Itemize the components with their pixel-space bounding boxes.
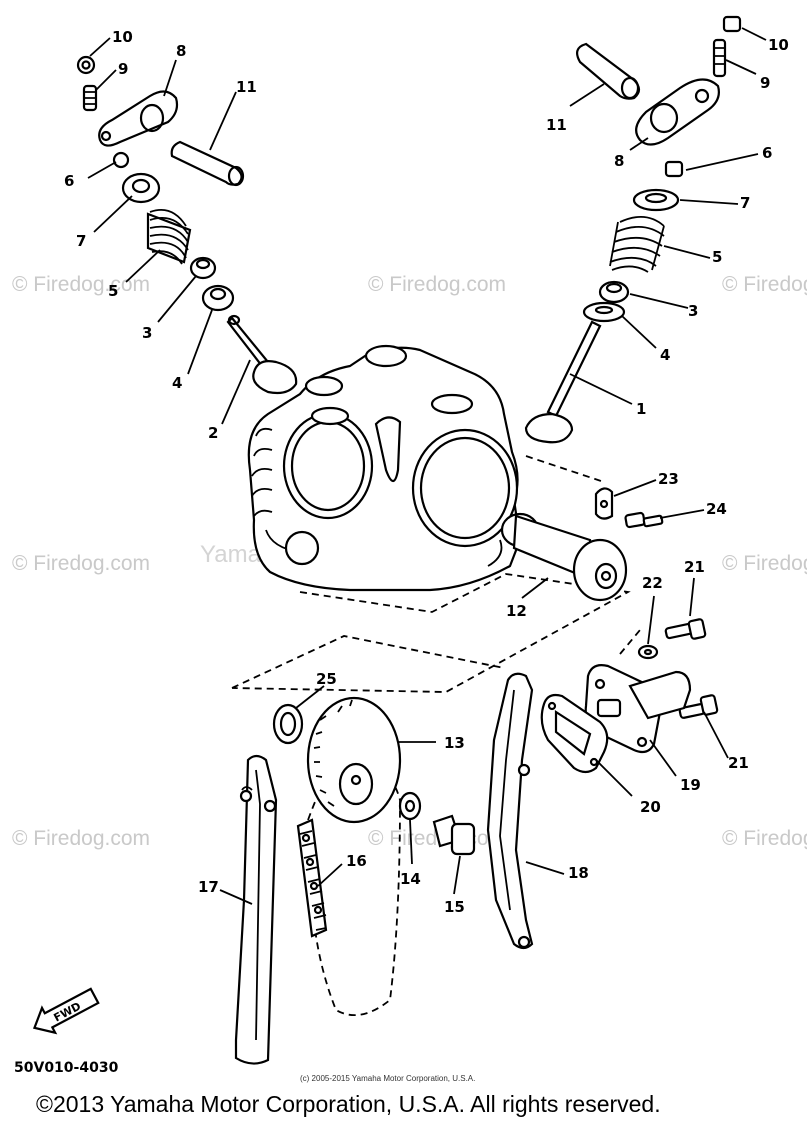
- callout-6: 6: [64, 172, 74, 190]
- part-17-chain-guide: [234, 754, 278, 1065]
- part-6-cotter-right: [664, 160, 684, 178]
- callout-6: 6: [762, 144, 772, 162]
- callout-20: 20: [640, 798, 661, 816]
- part-9-adjuster-left: [82, 84, 98, 112]
- diagram-code: 50V010-4030: [14, 1060, 119, 1076]
- part-23-lock-plate: [594, 487, 614, 520]
- callout-3: 3: [688, 302, 698, 320]
- callout-11: 11: [546, 116, 567, 134]
- part-3-seal-right: [598, 280, 630, 304]
- callout-24: 24: [706, 500, 727, 518]
- part-11-rocker-shaft-left: [170, 140, 245, 187]
- callout-2: 2: [208, 424, 218, 442]
- callout-3: 3: [142, 324, 152, 342]
- part-21-bolt-upper: [664, 618, 707, 640]
- callout-8: 8: [614, 152, 624, 170]
- copyright-footer: ©2013 Yamaha Motor Corporation, U.S.A. A…: [36, 1091, 661, 1117]
- part-11-rocker-shaft-right: [575, 42, 641, 100]
- callout-23: 23: [658, 470, 679, 488]
- fwd-arrow: FWD: [32, 987, 100, 1035]
- callout-labels: 10 9 8 11 6 7 5 3 4 2 10 9 11 8 6 7 5 3 …: [64, 28, 789, 916]
- callout-9: 9: [760, 74, 770, 92]
- right-valve-train: [524, 15, 742, 444]
- part-14-washer: [398, 791, 422, 821]
- callout-12: 12: [506, 602, 527, 620]
- part-13-cam-sprocket: [306, 696, 402, 824]
- watermark-text: © Firedog.com: [12, 552, 150, 575]
- watermark-text: © Firedog.com: [722, 273, 807, 296]
- callout-18: 18: [568, 864, 589, 882]
- callout-4: 4: [172, 374, 182, 392]
- callout-21: 21: [684, 558, 705, 576]
- part-7-retainer-left: [121, 172, 161, 204]
- watermark-text: © Firedog.com: [722, 827, 807, 850]
- callout-8: 8: [176, 42, 186, 60]
- part-2-valve: [226, 314, 298, 395]
- callout-5: 5: [108, 282, 118, 300]
- part-22-washer: [637, 644, 659, 660]
- part-6-cotter-left: [112, 151, 130, 169]
- part-5-spring-left: [146, 208, 192, 265]
- callout-16: 16: [346, 852, 367, 870]
- callout-11: 11: [236, 78, 257, 96]
- assembly-outline: [231, 573, 631, 693]
- callout-7: 7: [740, 194, 750, 212]
- cylinder-head: [247, 344, 522, 592]
- callout-10: 10: [768, 36, 789, 54]
- callout-4: 4: [660, 346, 670, 364]
- part-3-seal-left: [189, 256, 217, 280]
- part-16-timing-chain: [296, 818, 328, 938]
- callout-22: 22: [642, 574, 663, 592]
- part-1-valve: [524, 320, 602, 444]
- part-18-chain-guide: [486, 672, 534, 950]
- part-21-bolt-lower: [678, 694, 719, 719]
- callout-15: 15: [444, 898, 465, 916]
- watermark-text: © Firedog.com: [368, 273, 506, 296]
- small-copyright: (c) 2005-2015 Yamaha Motor Corporation, …: [300, 1074, 475, 1083]
- callout-9: 9: [118, 60, 128, 78]
- part-8-rocker-arm-right: [635, 78, 720, 146]
- part-5-spring-right: [609, 216, 665, 273]
- part-12-camshaft: [500, 512, 628, 602]
- part-4-seat-right: [582, 301, 626, 323]
- left-valve-train: [76, 55, 298, 395]
- part-25-oil-seal: [272, 703, 304, 745]
- part-24-bolt: [624, 511, 664, 529]
- callout-7: 7: [76, 232, 86, 250]
- callout-21: 21: [728, 754, 749, 772]
- callout-5: 5: [712, 248, 722, 266]
- watermark-text: © Firedog.com: [722, 552, 807, 575]
- callout-25: 25: [316, 670, 337, 688]
- callout-1: 1: [636, 400, 646, 418]
- callout-19: 19: [680, 776, 701, 794]
- callout-17: 17: [198, 878, 219, 896]
- part-8-rocker-arm-left: [98, 90, 179, 147]
- camshaft-outline: [525, 455, 641, 655]
- part-4-seat-left: [201, 284, 235, 312]
- callout-10: 10: [112, 28, 133, 46]
- callout-14: 14: [400, 870, 421, 888]
- leader-lines: [87, 27, 767, 905]
- part-10-nut-left: [76, 55, 96, 75]
- callout-13: 13: [444, 734, 465, 752]
- part-10-nut-right: [722, 15, 742, 33]
- watermark-text: © Firedog.com: [12, 827, 150, 850]
- part-7-retainer-right: [632, 188, 680, 212]
- part-9-adjuster-right: [712, 38, 727, 78]
- part-15-bolt: [432, 814, 476, 856]
- watermark-text: © Firedog.com: [12, 273, 150, 296]
